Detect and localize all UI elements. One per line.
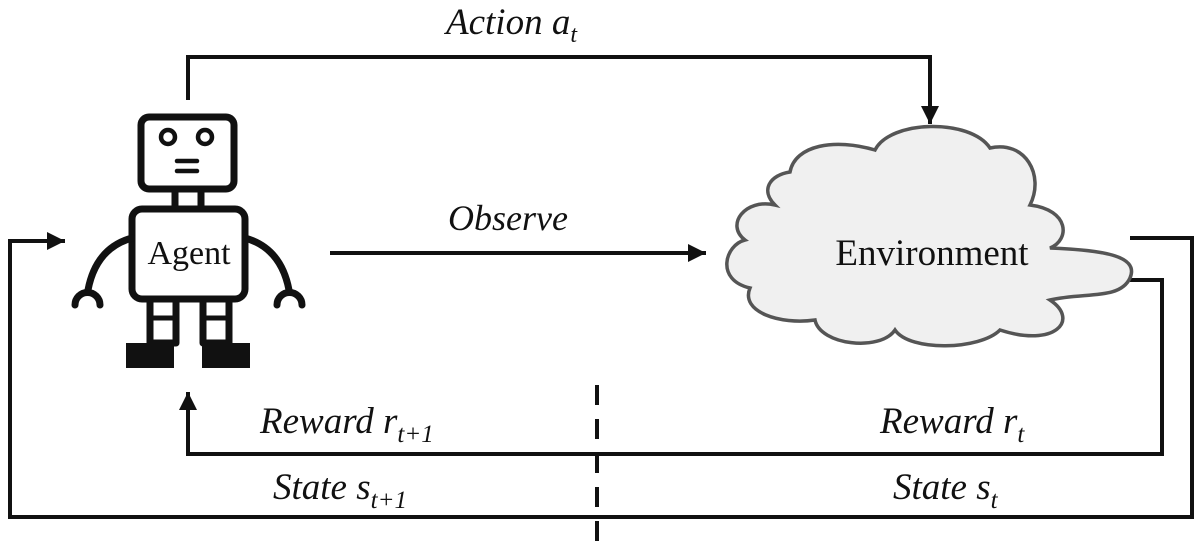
reward-next-label: Reward rt+1 [259,401,434,448]
cloud-icon [725,124,1134,348]
environment-node: Environment [725,124,1134,348]
action-arrow [186,55,939,124]
reward-current-label: Reward rt [879,401,1025,448]
state-current-label: State st [893,467,999,514]
agent-label: Agent [147,235,231,272]
robot-icon [71,113,306,368]
reward-feedback-arrow [179,278,1164,456]
state-feedback-arrow [8,232,1194,519]
environment-label: Environment [835,233,1029,274]
state-next-label: State st+1 [273,467,407,514]
action-label: Action at [443,2,578,48]
agent-node: Agent [71,113,306,368]
observe-label: Observe [448,198,568,238]
